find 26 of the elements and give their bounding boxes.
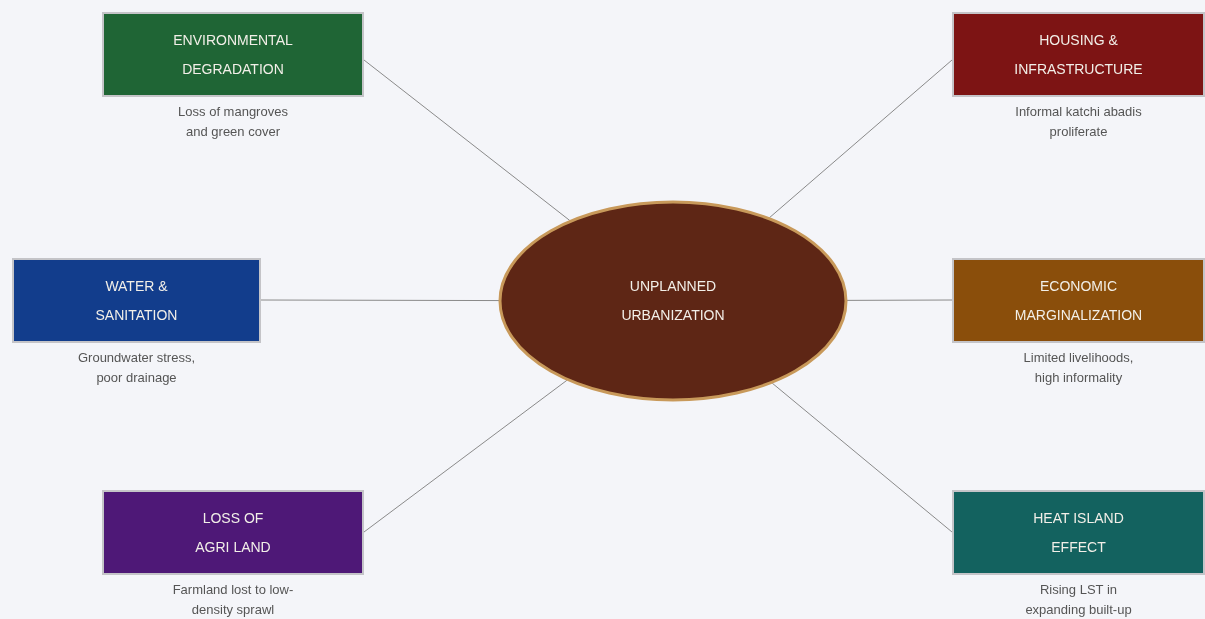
node-label: Rising LST in expanding built-up	[1024, 581, 1133, 619]
node-label: Loss of mangroves and green cover	[177, 103, 289, 141]
node-label: UNPLANNED URBANIZATION	[620, 277, 726, 325]
category-box	[952, 490, 1205, 575]
category-box	[12, 258, 261, 343]
node-label: HEAT ISLAND EFFECT	[1032, 508, 1125, 557]
category-box	[102, 490, 364, 575]
center-ellipse	[498, 200, 848, 402]
node-label: Limited livelihoods, high informality	[1022, 349, 1135, 387]
node-label: ENVIRONMENTAL DEGRADATION	[172, 30, 294, 79]
node-label: WATER & SANITATION	[94, 276, 179, 325]
connector-line	[771, 382, 953, 533]
category-box	[102, 12, 364, 97]
connector-line	[363, 379, 568, 533]
node-label: ECONOMIC MARGINALIZATION	[1013, 276, 1144, 325]
connector-line	[260, 299, 500, 302]
node-label: Groundwater stress, poor drainage	[76, 349, 196, 387]
category-box	[952, 12, 1205, 97]
node-label: Informal katchi abadis proliferate	[1014, 103, 1143, 141]
category-box	[952, 258, 1205, 343]
connector-line	[768, 59, 953, 219]
node-label: LOSS OF AGRI LAND	[194, 508, 272, 557]
connector-line	[846, 299, 953, 301]
connector-line	[363, 59, 571, 221]
node-label: Farmland lost to low-density sprawl	[171, 581, 295, 619]
node-label: HOUSING & INFRASTRUCTURE	[1013, 30, 1144, 79]
